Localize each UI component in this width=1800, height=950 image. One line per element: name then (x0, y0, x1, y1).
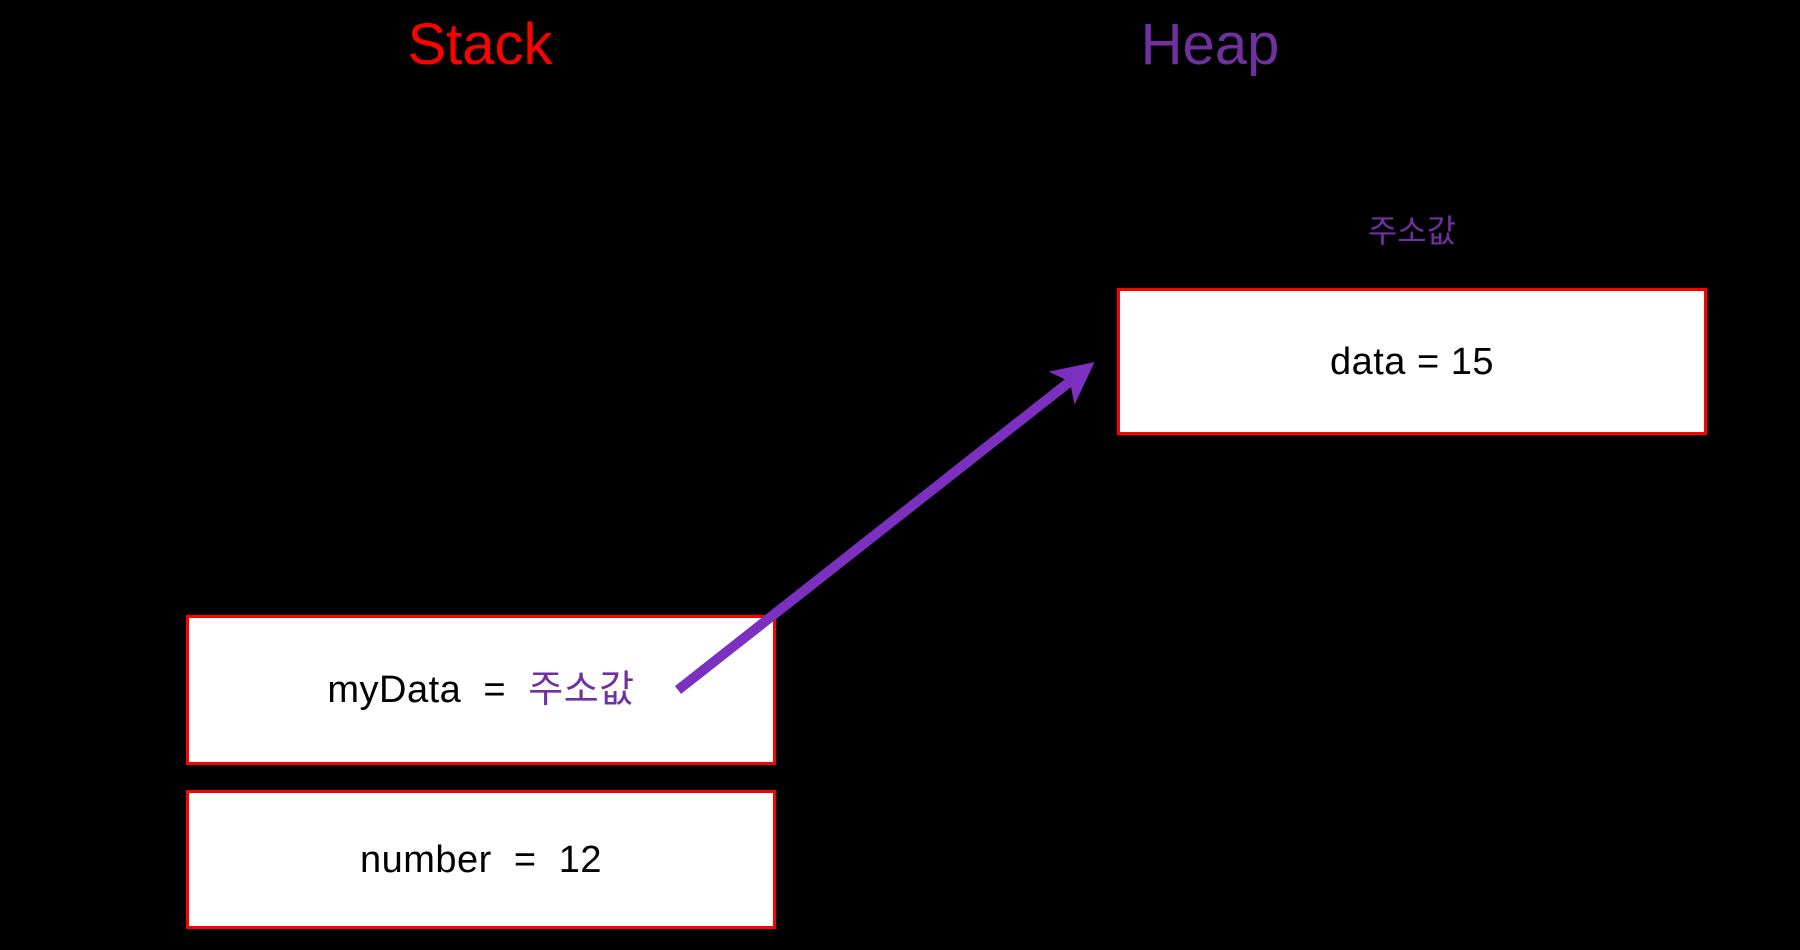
heap-region-title: Heap (1140, 12, 1280, 77)
heap-address-label: 주소값 (1367, 213, 1457, 249)
heap-box-text: data = 15 (1329, 340, 1495, 383)
stack-box-mydata-value: 주소값 (528, 669, 635, 711)
stack-region-title: Stack (407, 12, 553, 77)
stack-memory-box-mydata: myData = 주소값 (186, 615, 776, 765)
stack-box-number-variable: number (359, 838, 492, 881)
stack-box-number-label: number = 12 (360, 841, 602, 879)
heap-memory-box: data = 15 (1117, 288, 1707, 435)
stack-box-number-value: 12 (558, 838, 603, 881)
stack-memory-box-number: number = 12 (186, 790, 776, 929)
stack-box-mydata-label: myData = 주소값 (327, 671, 634, 709)
stack-box-mydata-variable: myData (327, 669, 462, 711)
stack-box-mydata-operator: = (483, 669, 507, 711)
stack-box-number-operator: = (513, 838, 537, 881)
